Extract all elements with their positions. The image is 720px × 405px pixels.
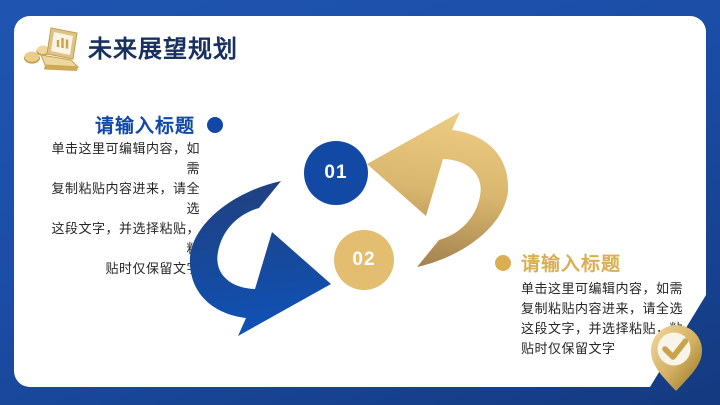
left-section-body[interactable]: 单击这里可编辑内容，如需 复制粘贴内容进来，请全选 这段文字，并选择粘贴，粘 贴… bbox=[51, 141, 200, 276]
step-number: 02 bbox=[352, 249, 376, 270]
slide-title: 未来展望规划 bbox=[88, 36, 238, 63]
left-section-title[interactable]: 请输入标题 bbox=[95, 116, 196, 137]
right-section-body[interactable]: 单击这里可编辑内容，如需 复制粘贴内容进来，请全选 这段文字，并选择粘贴，粘 贴… bbox=[521, 281, 684, 356]
laptop-coins-icon bbox=[24, 27, 80, 71]
circle-bullet-icon bbox=[207, 116, 224, 133]
step-circle-02: 02 bbox=[334, 230, 394, 290]
left-title-row: 请输入标题 bbox=[95, 111, 224, 138]
right-title-row: 请输入标题 bbox=[495, 249, 621, 276]
circle-bullet-icon bbox=[495, 254, 511, 271]
slide-content-panel: 未来展望规划 请输入标题 单击这里可编辑内容，如需 复制粘贴内容进来，请全选 这… bbox=[14, 16, 706, 387]
right-section-title[interactable]: 请输入标题 bbox=[521, 254, 622, 275]
step-circle-01: 01 bbox=[304, 141, 368, 205]
step-number: 01 bbox=[324, 162, 348, 183]
